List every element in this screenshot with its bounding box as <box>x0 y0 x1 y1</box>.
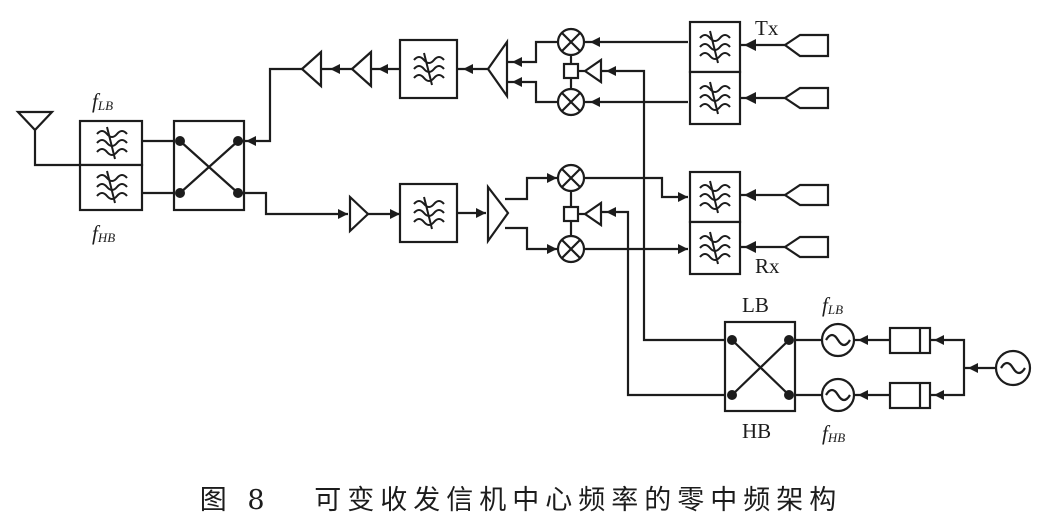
lna <box>348 194 370 234</box>
tx-iq-combiner <box>486 38 509 100</box>
synthesizer <box>795 322 1032 413</box>
rx-label: Rx <box>755 254 780 278</box>
tx-lo-phase-splitter <box>562 62 580 80</box>
rx-i-port <box>783 183 830 207</box>
rx-iq-splitter <box>486 183 510 245</box>
rx-q-port <box>783 235 830 259</box>
rx-lo-buffer <box>583 200 603 228</box>
power-amplifier <box>300 49 323 89</box>
figure-caption: 图 8 可变收发信机中心频率的零中频架构 <box>0 478 1042 517</box>
tx-lo-buffer <box>583 57 603 85</box>
rx-lo-phase-splitter <box>562 205 580 223</box>
tx-chain <box>238 27 728 342</box>
tx-i-port <box>783 33 830 58</box>
f-lb-label: fLB <box>92 89 113 113</box>
tx-baseband-filters <box>688 20 830 126</box>
figure-number: 图 8 <box>199 485 271 516</box>
driver-amplifier <box>350 49 373 89</box>
tx-q-port <box>783 86 830 110</box>
lb-divider <box>888 326 932 355</box>
rx-bandpass-filter <box>398 182 459 244</box>
diplexer <box>78 119 144 212</box>
tx-label: Tx <box>755 16 779 40</box>
switch-lb-label: LB <box>742 293 769 317</box>
vco-f-lb-label: fLB <box>822 293 843 317</box>
band-switch-antenna <box>142 119 246 212</box>
rx-i-filter <box>688 170 742 224</box>
f-hb-label: fHB <box>92 221 115 245</box>
rx-chain <box>238 163 728 397</box>
hb-divider <box>888 381 932 410</box>
rx-baseband-filters <box>688 170 830 276</box>
figure-title: 可变收发信机中心频率的零中频架构 <box>314 485 843 516</box>
rx-q-filter <box>688 220 742 276</box>
switch-hb-label: HB <box>742 419 771 443</box>
lo-band-switch <box>723 320 797 413</box>
antenna-icon <box>15 110 80 167</box>
vco-f-hb-label: fHB <box>822 421 845 445</box>
